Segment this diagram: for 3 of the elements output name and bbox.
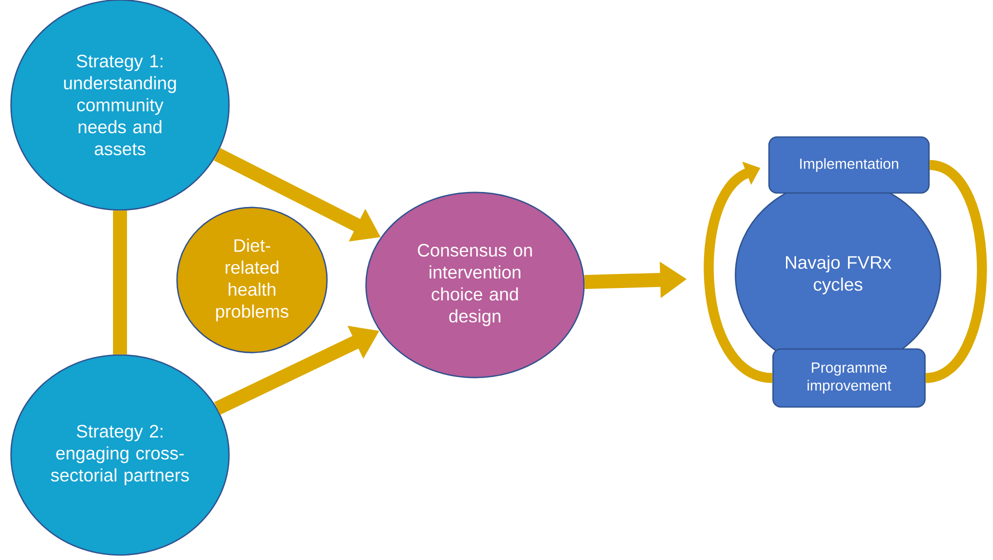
cycle-arrow	[704, 162, 774, 383]
stage-box: Programme improvement	[772, 348, 926, 408]
stage-box: Implementation	[768, 136, 930, 194]
